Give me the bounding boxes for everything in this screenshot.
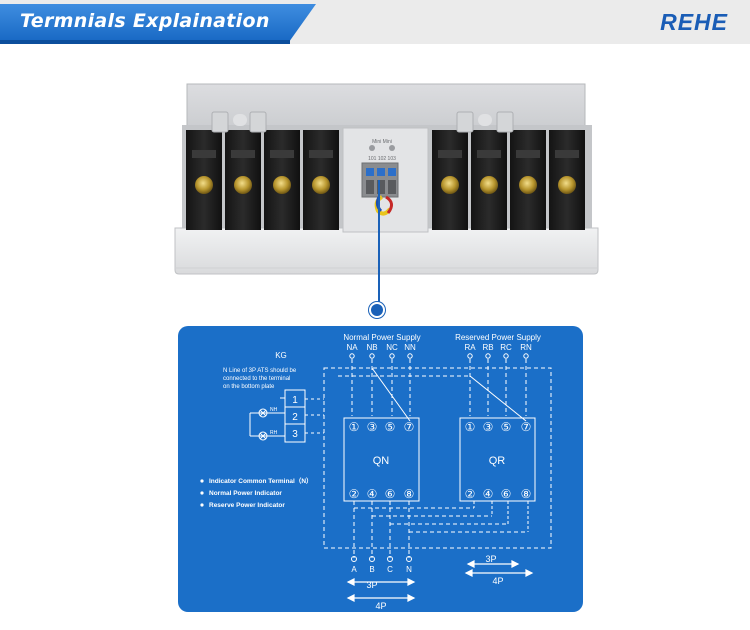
qn-terminal-2: ② <box>349 487 360 501</box>
output-terminal-a: A <box>351 565 357 574</box>
wiring-diagram-panel: Normal Power Supply Reserved Power Suppl… <box>178 326 583 612</box>
qr-terminal-2: ② <box>465 487 476 501</box>
normal-terminal-nb: NB <box>366 343 377 352</box>
qr-label: QR <box>489 455 506 467</box>
header-tab-shadow <box>0 40 290 44</box>
qr-terminal-4: ④ <box>483 487 494 501</box>
output-terminal-c: C <box>387 565 393 574</box>
normal-terminal-nc: NC <box>386 343 398 352</box>
callout-line <box>378 180 380 306</box>
note-line-3: on the bottom plate <box>223 384 275 390</box>
reserved-terminal-rb: RB <box>482 343 493 352</box>
qr-terminal-5: ⑤ <box>501 420 512 434</box>
reserved-supply-label: Reserved Power Supply <box>455 333 541 342</box>
pole-4p-right: 4P <box>492 576 503 586</box>
qn-terminal-4: ④ <box>367 487 378 501</box>
pole-4p-left: 4P <box>375 601 386 611</box>
qn-terminal-8: ⑧ <box>404 487 415 501</box>
note-line-2: connected to the terminal <box>223 376 290 382</box>
qr-terminal-7: ⑦ <box>521 420 532 434</box>
qr-terminal-6: ⑥ <box>501 487 512 501</box>
page-title: Termnials Explaination <box>20 10 270 32</box>
output-terminal-n: N <box>406 565 412 574</box>
legend-normal-indicator: Normal Power Indicator <box>209 490 282 497</box>
pole-3p-right: 3P <box>485 554 496 564</box>
header-tab <box>0 4 316 44</box>
normal-terminal-nn: NN <box>404 343 416 352</box>
qr-terminal-1: ① <box>465 420 476 434</box>
kg-terminal-1: 1 <box>292 395 298 406</box>
callout-dot <box>371 304 383 316</box>
legend-reserve-indicator: Reserve Power Indicator <box>209 502 285 509</box>
brand-logo: REHE <box>660 9 728 35</box>
qn-terminal-1: ① <box>349 420 360 434</box>
legend-common-terminal: Indicator Common Terminal（N） <box>209 477 313 485</box>
qr-terminal-8: ⑧ <box>521 487 532 501</box>
wiring-diagram: Normal Power Supply Reserved Power Suppl… <box>200 333 552 611</box>
terminal-label-bottom: 101 102 103 <box>368 156 396 162</box>
normal-terminal-na: NA <box>346 343 358 352</box>
qn-terminal-3: ③ <box>367 420 378 434</box>
reserved-terminal-ra: RA <box>464 343 476 352</box>
qr-terminal-3: ③ <box>483 420 494 434</box>
qn-terminal-5: ⑤ <box>385 420 396 434</box>
reserved-terminal-rc: RC <box>500 343 512 352</box>
note-line-1: N Line of 3P ATS should be <box>223 368 297 374</box>
qn-terminal-7: ⑦ <box>404 420 415 434</box>
qn-label: QN <box>373 455 390 467</box>
pole-3p-left: 3P <box>366 580 377 590</box>
ats-device-photo: Mini Mini 101 102 103 <box>174 83 599 275</box>
output-terminal-b: B <box>369 565 374 574</box>
terminal-label-top: Mini Mini <box>372 139 392 145</box>
reserved-terminal-rn: RN <box>520 343 532 352</box>
kg-terminal-3: 3 <box>292 429 298 440</box>
indicator-nh-label: NH <box>270 407 278 413</box>
kg-label: KG <box>275 351 287 360</box>
indicator-rh-label: RH <box>270 430 278 436</box>
kg-terminal-2: 2 <box>292 412 298 423</box>
qn-terminal-6: ⑥ <box>385 487 396 501</box>
normal-supply-label: Normal Power Supply <box>343 333 420 342</box>
